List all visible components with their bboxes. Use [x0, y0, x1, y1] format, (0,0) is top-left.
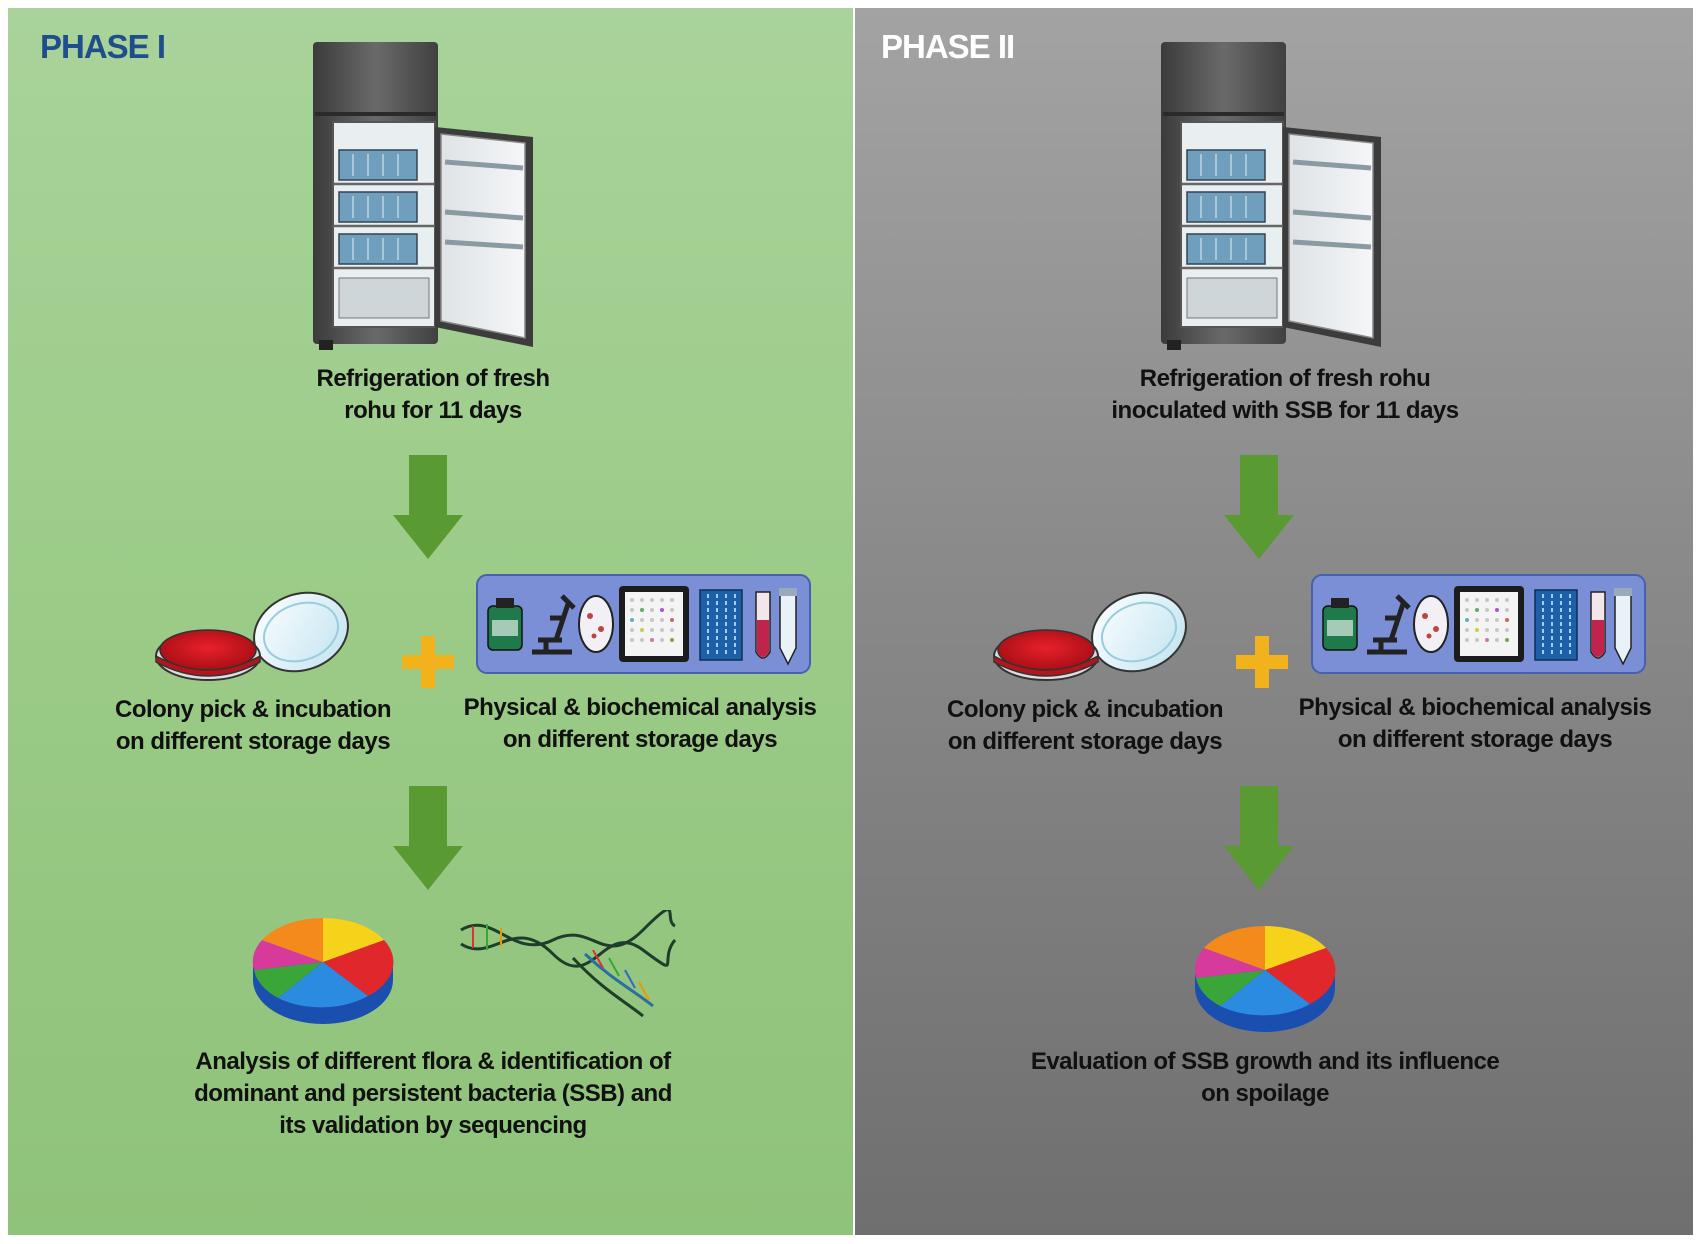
phase-1-result-caption: Analysis of different flora & identifica… [194, 1048, 672, 1139]
lab-equipment-icon [1311, 574, 1646, 674]
pie-chart-icon [1194, 925, 1336, 1032]
petri-dish-icon [993, 591, 1187, 681]
down-arrow-icon [393, 786, 463, 890]
phase-1-title: PHASE I [40, 28, 166, 65]
plus-icon [402, 636, 454, 688]
lab-equipment-icon [476, 574, 811, 674]
petri-dish-icon [155, 591, 349, 681]
phase-2-step1-caption: Refrigeration of fresh rohu inoculated w… [1111, 365, 1459, 424]
phase-2-colony-caption: Colony pick & incubation on different st… [946, 696, 1224, 755]
phase-1-colony-caption: Colony pick & incubation on different st… [114, 696, 392, 755]
down-arrow-icon [1224, 786, 1294, 890]
pie-chart-icon [252, 917, 394, 1024]
refrigerator-icon [313, 42, 533, 350]
refrigerator-icon [1161, 42, 1381, 350]
phase-2-title: PHASE II [881, 28, 1015, 65]
phase-1-physical-caption: Physical & biochemical analysis on diffe… [463, 694, 817, 753]
plus-icon [1236, 636, 1288, 688]
phase-1-panel: PHASE I Refrigeration of fresh rohu for … [8, 8, 853, 1235]
phase-2-panel: PHASE II Refrigeration of fresh rohu ino… [855, 8, 1693, 1235]
dna-icon [460, 910, 677, 1018]
down-arrow-icon [393, 455, 463, 559]
phase-1-step1-caption: Refrigeration of fresh rohu for 11 days [316, 365, 550, 424]
down-arrow-icon [1224, 455, 1294, 559]
phase-2-result-caption: Evaluation of SSB growth and its influen… [1030, 1048, 1500, 1107]
phase-2-physical-caption: Physical & biochemical analysis on diffe… [1298, 694, 1652, 753]
